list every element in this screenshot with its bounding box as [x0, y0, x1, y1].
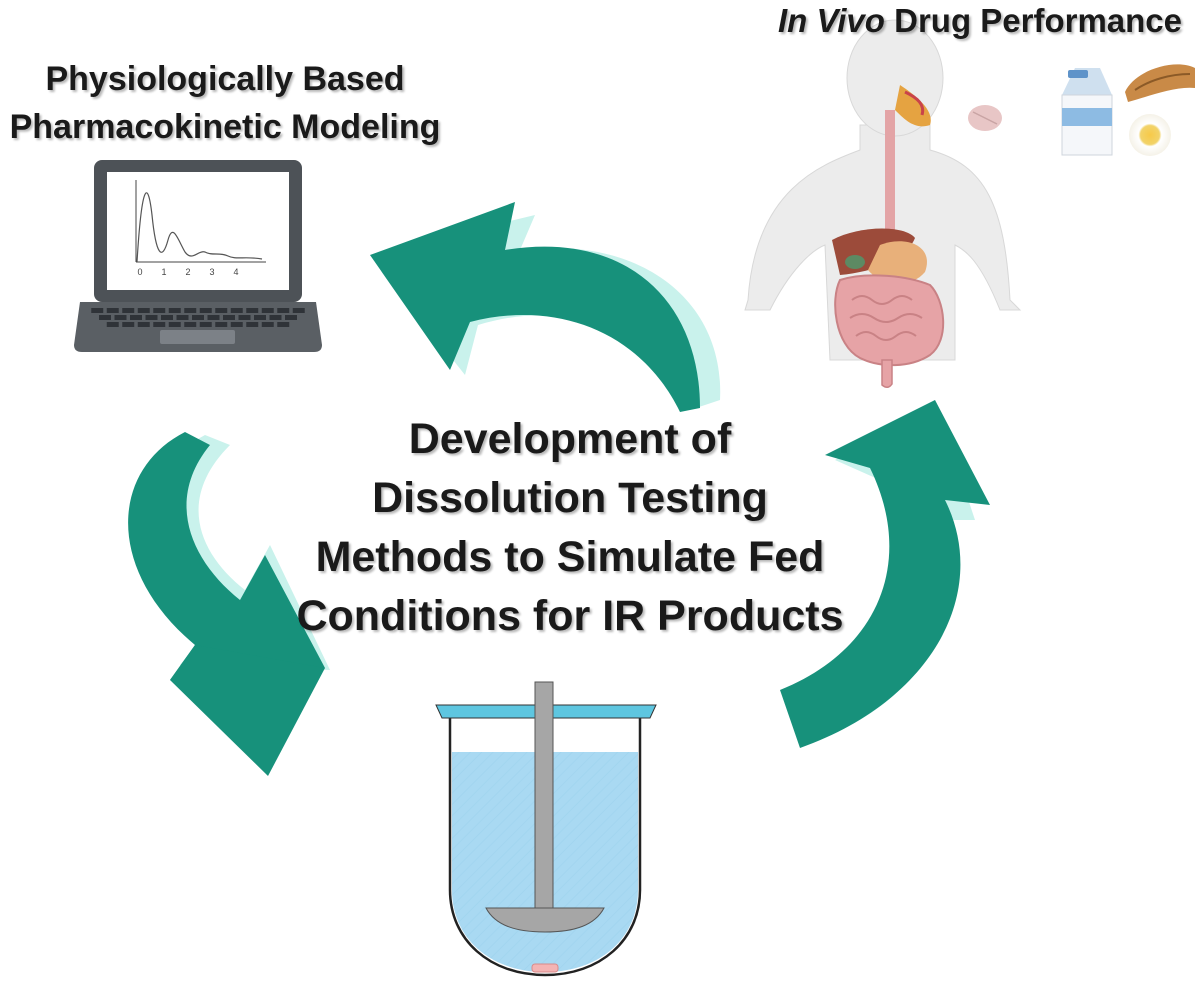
keyboard-key	[199, 308, 212, 313]
keyboard-key	[230, 308, 243, 313]
keyboard-key	[99, 315, 111, 320]
keyboard-key	[106, 322, 119, 327]
egg-icon	[1129, 114, 1171, 156]
pbpk-label-line2: Pharmacokinetic Modeling	[9, 108, 441, 146]
keyboard-key	[199, 322, 212, 327]
keyboard-key	[292, 308, 305, 313]
arrow-right	[780, 400, 990, 748]
plot-tick-label: 0	[137, 267, 142, 277]
keyboard-key	[168, 322, 181, 327]
in-vivo-italic: In Vivo	[777, 2, 885, 39]
keyboard-key	[91, 308, 104, 313]
keyboard-key	[130, 315, 142, 320]
keyboard-key	[184, 322, 197, 327]
keyboard-key	[122, 322, 135, 327]
keyboard-key	[246, 322, 259, 327]
center-title-line1: Development of	[408, 415, 732, 463]
pbpk-label-line1: Physiologically Based	[45, 60, 405, 98]
keyboard-key	[261, 322, 274, 327]
keyboard-key	[114, 315, 127, 320]
keyboard-key	[153, 322, 166, 327]
pbpk-modeling-label: Physiologically Based Pharmacokinetic Mo…	[0, 55, 450, 151]
laptop-icon: 0 1 2 3 4	[74, 160, 322, 352]
center-title-line4: Conditions for IR Products	[296, 592, 844, 640]
arrow-top	[370, 202, 721, 412]
plot-tick-label: 2	[185, 267, 190, 277]
keyboard-key	[254, 315, 266, 320]
keyboard-key	[285, 315, 297, 320]
center-title-line2: Dissolution Testing	[372, 474, 768, 522]
keyboard-key	[137, 308, 150, 313]
keyboard-key	[122, 308, 135, 313]
keyboard-key	[153, 308, 166, 313]
milk-carton-icon	[1061, 68, 1113, 156]
keyboard-key	[261, 308, 274, 313]
pk-curve-plot: 0 1 2 3 4	[135, 180, 266, 277]
keyboard-key	[277, 322, 290, 327]
center-title: Development of Dissolution Testing Metho…	[290, 410, 850, 646]
bread-icon	[1125, 64, 1195, 102]
keyboard-key	[215, 322, 228, 327]
plot-tick-label: 4	[233, 267, 238, 277]
keyboard-key	[246, 308, 259, 313]
keyboard-key	[277, 308, 290, 313]
keyboard-key	[161, 315, 173, 320]
center-title-line3: Methods to Simulate Fed	[315, 533, 825, 581]
keyboard-key	[238, 315, 251, 320]
plot-tick-label: 1	[161, 267, 166, 277]
drug-performance-text: Drug Performance	[884, 2, 1183, 39]
human-body-illustration	[744, 19, 1022, 388]
keyboard-key	[192, 315, 204, 320]
plot-tick-label: 3	[209, 267, 214, 277]
keyboard-key	[145, 315, 158, 320]
keyboard-key	[168, 308, 181, 313]
keyboard-key	[106, 308, 119, 313]
keyboard-key	[215, 308, 228, 313]
keyboard-key	[184, 308, 197, 313]
keyboard-key	[223, 315, 235, 320]
keyboard-key	[230, 322, 243, 327]
dissolution-vessel-illustration	[435, 681, 657, 977]
keyboard-key	[207, 315, 220, 320]
arrow-left	[128, 432, 330, 776]
keyboard-key	[176, 315, 189, 320]
in-vivo-performance-label: In Vivo Drug Performance	[760, 0, 1200, 42]
pill-icon	[968, 105, 1002, 131]
keyboard-key	[269, 315, 282, 320]
keyboard-key	[137, 322, 150, 327]
keyboard	[91, 308, 305, 327]
